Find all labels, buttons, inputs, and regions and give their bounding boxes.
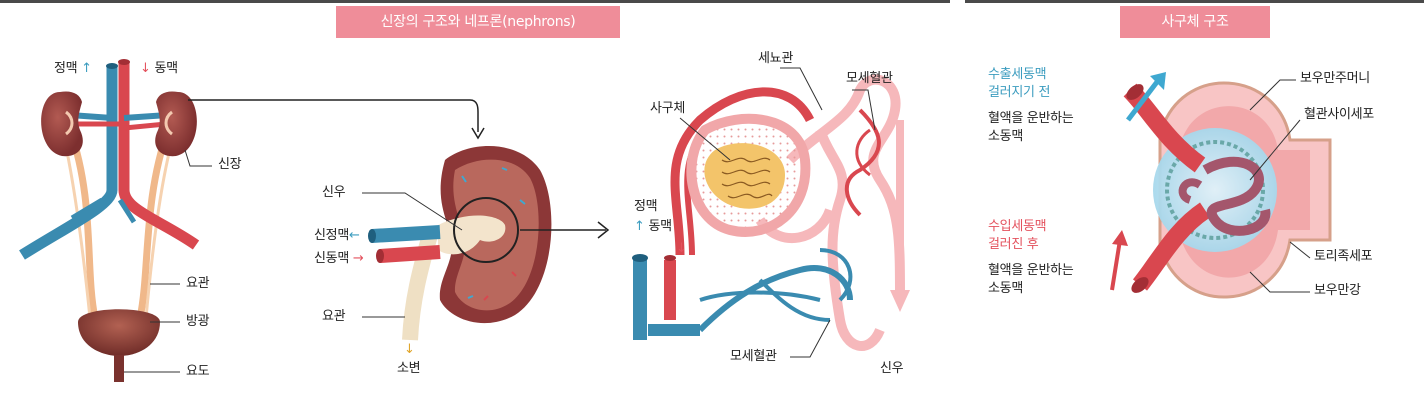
ureter-label: 요관	[186, 276, 210, 291]
right-ureter	[136, 128, 172, 319]
left-panel-title: 신장의 구조와 네프론(nephrons)	[336, 6, 620, 38]
capsule-label: 보우만주머니	[1300, 71, 1370, 86]
up-arrow-icon: ↑	[634, 219, 645, 234]
bladder	[78, 309, 160, 356]
nephron-artery-down-arrow-icon: ↓	[676, 241, 687, 256]
left-arrow-icon: ←	[348, 228, 360, 243]
aorta	[118, 62, 200, 250]
section-ureter-label: 요관	[322, 309, 346, 324]
right-arrow-icon: →	[352, 251, 364, 266]
tubule-label: 세뇨관	[758, 51, 793, 66]
efferent-title-line1: 수출세동맥	[988, 67, 1047, 82]
capillary-bottom-label: 모세혈관	[730, 349, 777, 364]
efferent-desc-line1: 혈액을 운반하는	[988, 111, 1074, 126]
urethra-label: 요도	[186, 364, 210, 379]
right-panel-top-rule	[965, 0, 1424, 3]
urine-label: 소변	[397, 361, 421, 376]
urinary-system-illustration	[19, 59, 212, 382]
bowman-space-label: 보우만강	[1314, 283, 1361, 298]
glomerulus-detail-illustration	[1110, 72, 1332, 299]
renal-vein-label: 신정맥←	[314, 228, 360, 243]
nephron-illustration	[632, 67, 910, 358]
left-kidney	[41, 91, 83, 157]
nephron-artery-label: ↑ 동맥	[634, 219, 672, 234]
nephron-pelvis-label: 신우	[880, 361, 904, 376]
afferent-title-line1: 수입세동맥	[988, 219, 1047, 234]
artery-label: ↓ 동맥	[140, 61, 178, 76]
efferent-desc-line2: 소동맥	[988, 129, 1023, 144]
capillary-top-label: 모세혈관	[846, 71, 893, 86]
afferent-title-line2: 걸러진 후	[988, 237, 1039, 252]
vein-label: 정맥 ↑	[54, 61, 92, 76]
kidney-label: 신장	[218, 157, 242, 172]
up-arrow-icon: ↑	[81, 61, 92, 76]
nephron-vein-label: 정맥	[634, 199, 658, 214]
vena-cava	[19, 66, 118, 260]
bladder-label: 방광	[186, 314, 210, 329]
left-ureter	[66, 128, 99, 319]
left-panel-top-rule	[0, 0, 950, 3]
pelvis-label: 신우	[322, 185, 346, 200]
down-arrow-icon: ↓	[140, 61, 151, 76]
kidney-section-illustration	[362, 146, 610, 341]
renal-artery-label: 신동맥 →	[314, 251, 364, 266]
afferent-desc-line2: 소동맥	[988, 281, 1023, 296]
afferent-desc-line1: 혈액을 운반하는	[988, 263, 1074, 278]
mesangial-label: 혈관사이세포	[1304, 107, 1374, 122]
podocyte-label: 토리족세포	[1314, 249, 1373, 264]
urethra	[114, 355, 124, 382]
right-kidney	[155, 91, 197, 157]
efferent-title-line2: 걸러지기 전	[988, 85, 1051, 100]
glomerulus-label: 사구체	[650, 101, 685, 116]
right-panel-title: 사구체 구조	[1120, 6, 1270, 38]
urine-down-arrow-icon: ↓	[404, 342, 415, 357]
